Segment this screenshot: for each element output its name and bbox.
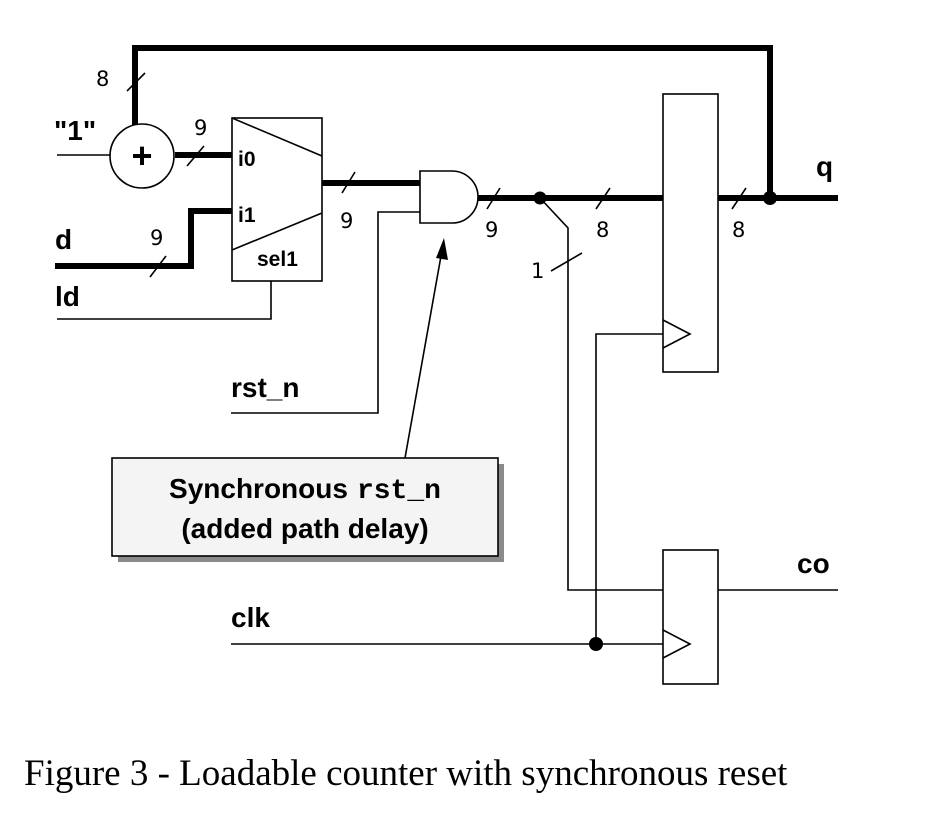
co-label: co xyxy=(797,548,830,579)
mux-slant-bottom xyxy=(231,212,323,251)
feedback-slash xyxy=(126,72,146,92)
bus-width-marks xyxy=(126,72,747,278)
callout: Synchronous rst_n (added path delay) xyxy=(111,238,504,562)
feedback-bus xyxy=(132,45,773,198)
count-register xyxy=(662,93,719,373)
carry-slash xyxy=(550,252,583,272)
callout-line1-code: rst_n xyxy=(357,476,441,507)
q-out-slash xyxy=(731,187,747,210)
reg-in-width: 8 xyxy=(596,218,609,242)
d-input-bus xyxy=(55,208,232,269)
multiplexer: i0 i1 sel1 xyxy=(231,117,323,282)
mux-in0-label: i0 xyxy=(238,148,256,171)
bus-width-labels: 8 9 9 9 9 8 8 1 xyxy=(96,67,745,283)
junctions xyxy=(533,191,777,651)
signal-labels: "1" d ld rst_n clk q co xyxy=(54,115,833,633)
callout-line1: Synchronous rst_n xyxy=(169,473,441,507)
clk-junction xyxy=(589,637,603,651)
mux-in1-label: i1 xyxy=(238,204,256,227)
mux-select-label: sel1 xyxy=(257,248,298,271)
mux-out-slash xyxy=(341,171,356,194)
ld-label: ld xyxy=(55,281,80,312)
count-register-box xyxy=(662,93,719,373)
mux-out-width: 9 xyxy=(340,209,353,233)
d-in-width: 9 xyxy=(150,226,163,250)
callout-line1-text: Synchronous xyxy=(169,473,348,504)
callout-box xyxy=(111,457,499,557)
carry-width: 1 xyxy=(531,259,544,283)
and-out-slash xyxy=(486,187,501,210)
carry-wire xyxy=(539,197,663,591)
adder-symbol: + xyxy=(131,135,152,176)
q-feedback-junction xyxy=(763,191,777,205)
adder-circle xyxy=(109,123,175,189)
d-in-slash xyxy=(149,255,167,278)
adder-out-width: 9 xyxy=(194,116,207,140)
bus-wires xyxy=(55,45,838,269)
mux-box xyxy=(231,117,323,282)
carry-register-clock-triangle xyxy=(662,629,692,659)
const-one-label: "1" xyxy=(54,115,96,146)
carry-tap-junction xyxy=(533,191,547,205)
callout-leader-line xyxy=(404,255,442,459)
carry-register-box xyxy=(662,549,719,685)
clk-label: clk xyxy=(231,602,270,633)
clk-to-register-wire xyxy=(595,333,663,644)
adder: + xyxy=(109,123,175,189)
figure-caption: Figure 3 - Loadable counter with synchro… xyxy=(24,753,788,794)
signal-wires xyxy=(57,154,838,645)
and-gate xyxy=(419,170,479,224)
callout-arrowhead xyxy=(436,238,448,260)
d-label: d xyxy=(55,224,72,255)
q-out-width: 8 xyxy=(732,218,745,242)
q-label: q xyxy=(816,151,833,182)
mux-slant-top xyxy=(231,117,323,157)
count-register-clock-triangle xyxy=(662,319,692,349)
carry-register xyxy=(662,549,719,685)
feedback-width: 8 xyxy=(96,67,109,91)
rst-n-wire xyxy=(231,211,420,414)
reg-in-slash xyxy=(595,187,611,210)
adder-out-slash xyxy=(186,145,205,167)
and-out-width: 9 xyxy=(485,218,498,242)
callout-line2: (added path delay) xyxy=(181,513,428,544)
ld-wire xyxy=(57,281,272,320)
rst-n-label: rst_n xyxy=(231,372,299,403)
